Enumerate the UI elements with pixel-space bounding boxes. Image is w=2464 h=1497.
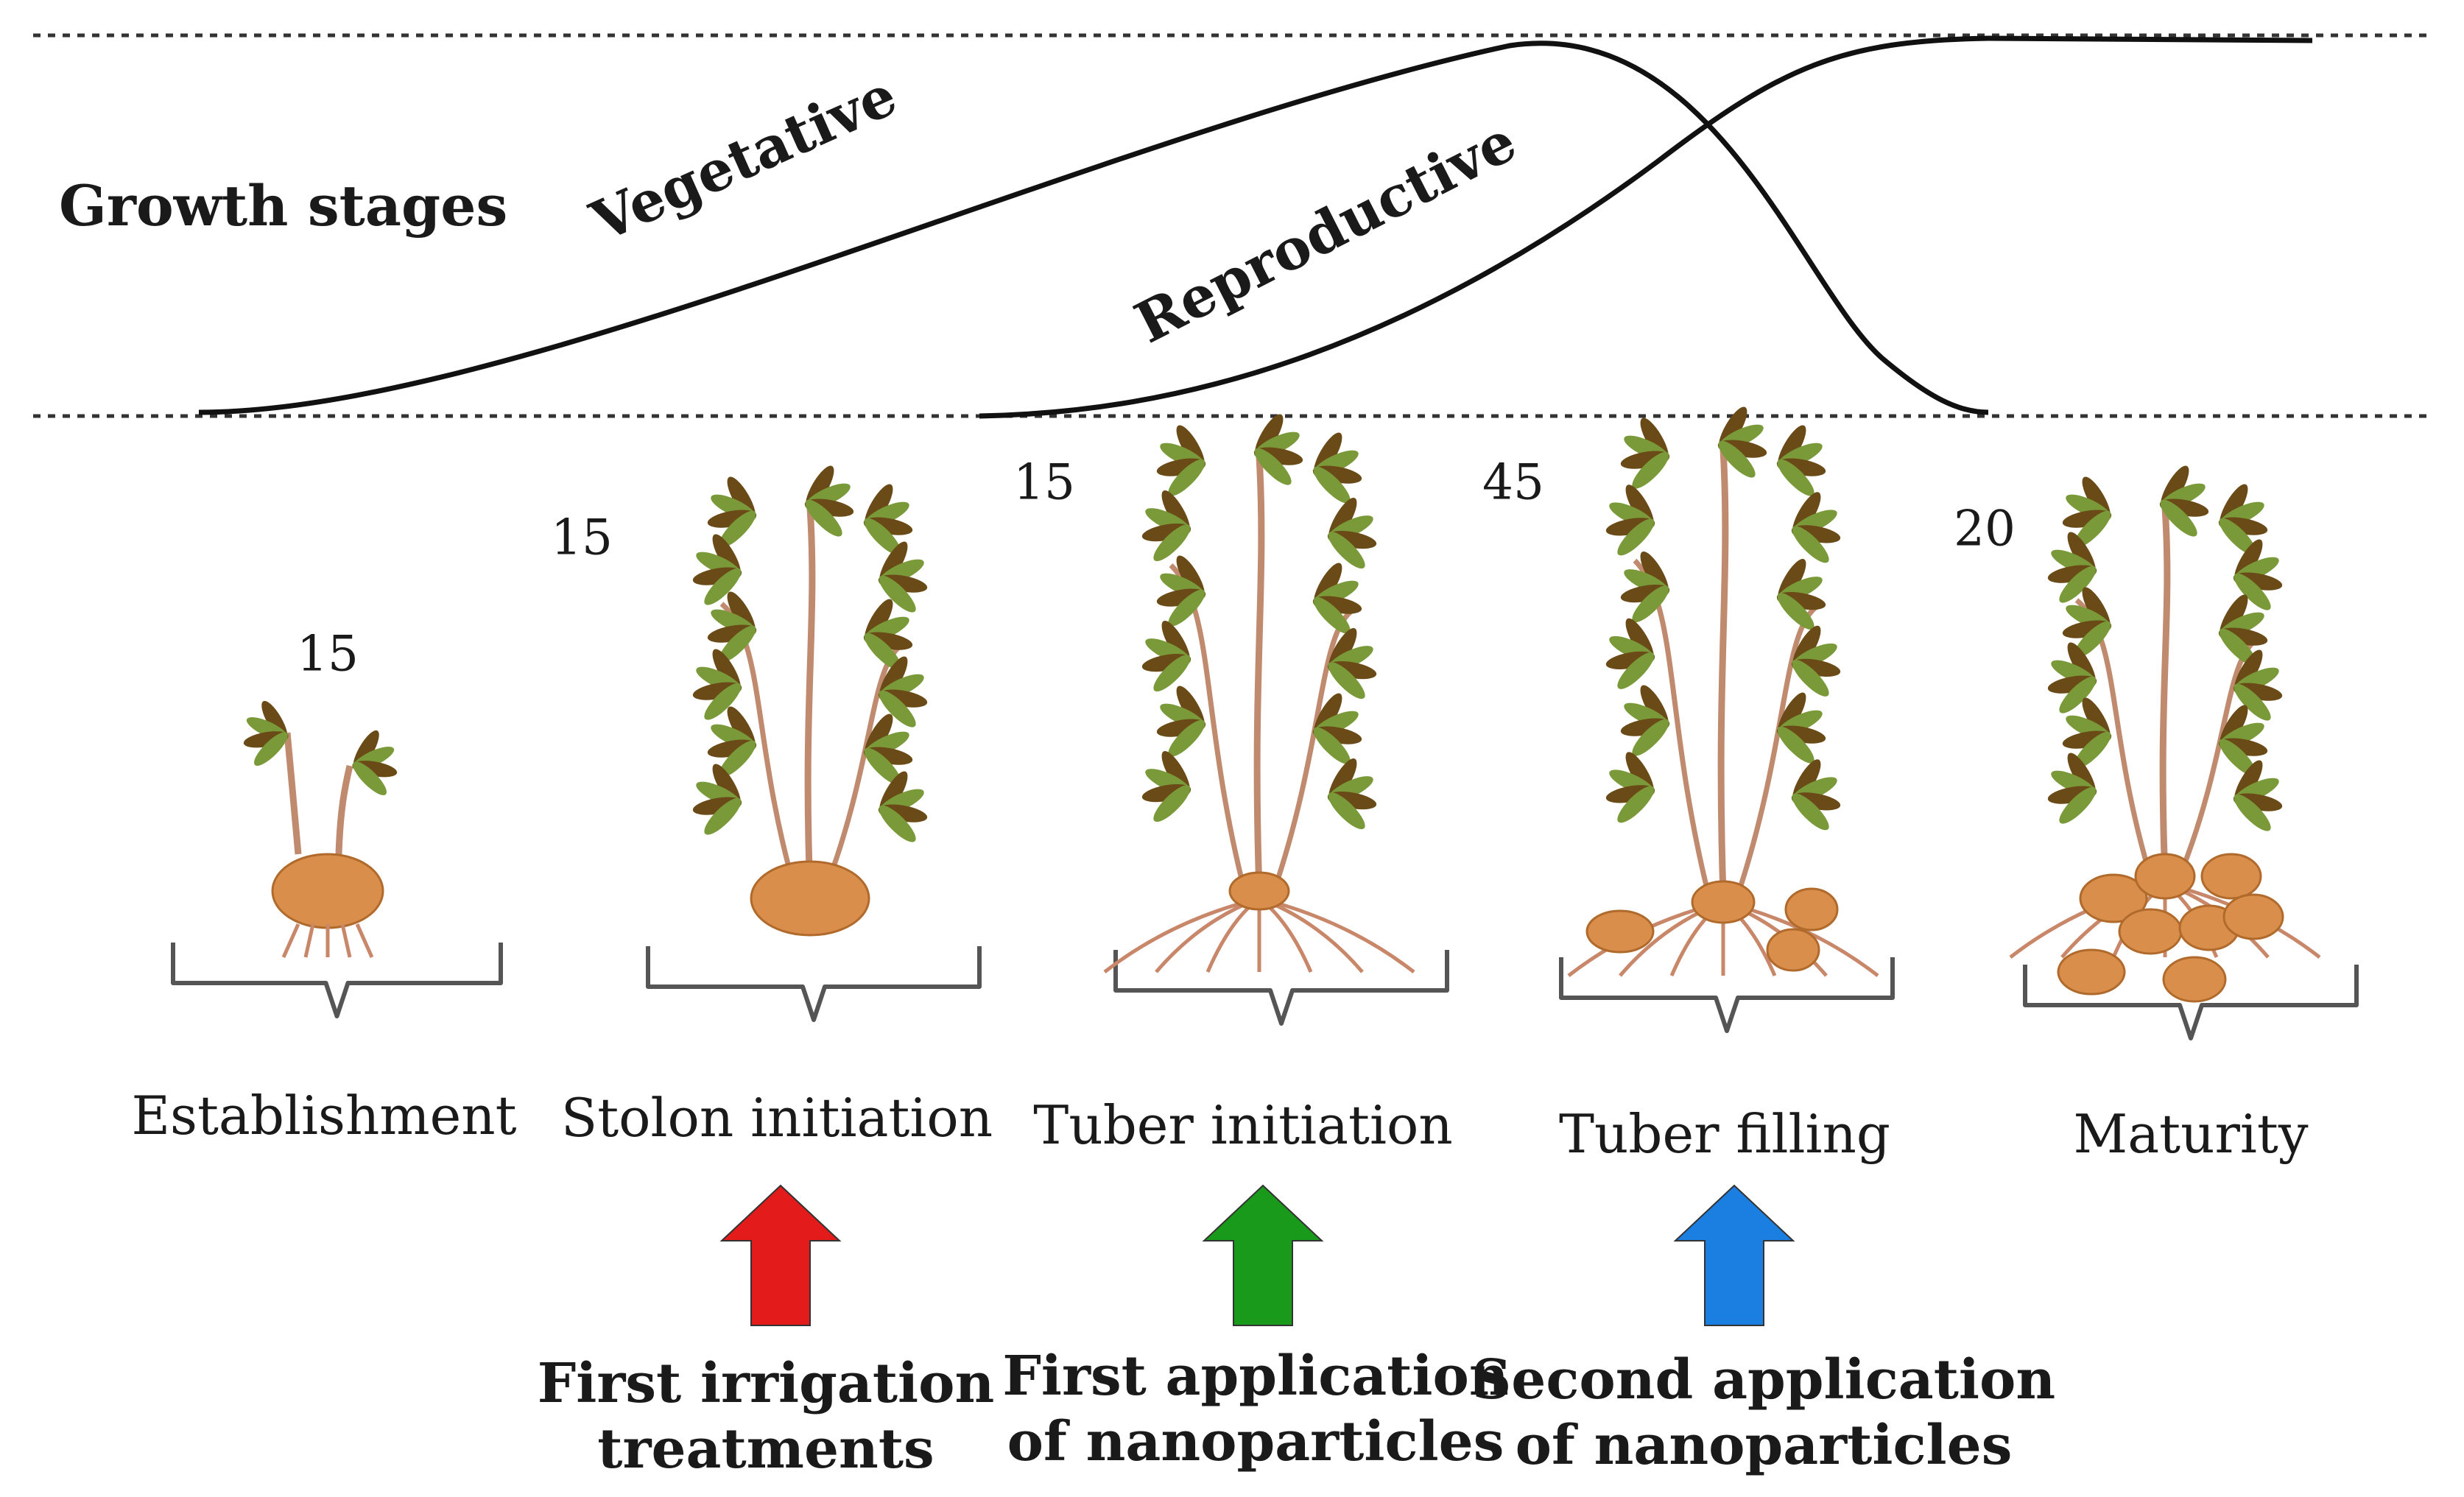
- stage-days-tuber-filling: 45: [1482, 454, 1544, 511]
- event-first-irrigation-line2: treatments: [597, 1417, 934, 1481]
- event-first-nanoparticle-line2: of nanoparticles: [1007, 1409, 1504, 1473]
- stage-bracket-3: [1559, 957, 1895, 1033]
- stage-days-maturity: 20: [1954, 500, 2016, 557]
- event-second-nanoparticle-application: Second application of nanoparticles: [1472, 1348, 2055, 1479]
- event-second-nanoparticle-line1: Second application: [1471, 1348, 2056, 1412]
- potato-plant-3: [1567, 406, 1879, 977]
- stage-name-tuber-filling: Tuber filling: [1559, 1103, 1890, 1165]
- event-first-nanoparticle-line1: First application: [1002, 1345, 1509, 1408]
- stage-bracket-0: [171, 943, 503, 1018]
- potato-plant-4: [2009, 465, 2321, 1003]
- event-arrow-0: [719, 1184, 842, 1326]
- stage-name-stolon-initiation: Stolon initiation: [560, 1087, 993, 1149]
- event-first-irrigation-line1: First irrigation: [537, 1352, 995, 1415]
- plant-illustrations: [243, 406, 2321, 1003]
- stage-brackets: [171, 943, 2359, 1040]
- stage-bracket-4: [2023, 965, 2359, 1040]
- event-second-nanoparticle-line2: of nanoparticles: [1515, 1413, 2013, 1477]
- potato-plant-0: [243, 700, 398, 959]
- vegetative-curve: [198, 40, 1989, 415]
- stage-days-establishment: 15: [297, 625, 359, 683]
- growth-stages-label: Growth stages: [59, 173, 508, 239]
- stage-bracket-1: [646, 946, 982, 1022]
- stage-name-maturity: Maturity: [2073, 1103, 2309, 1165]
- potato-plant-1: [692, 465, 928, 937]
- stage-days-stolon-initiation: 15: [551, 509, 613, 566]
- event-arrow-1: [1202, 1184, 1324, 1326]
- stage-name-establishment: Establishment: [131, 1085, 517, 1146]
- stage-days-tuber-initiation: 15: [1013, 454, 1075, 511]
- event-first-nanoparticle-application: First application of nanoparticles: [1002, 1344, 1508, 1475]
- reproductive-curve: [979, 35, 2313, 419]
- event-arrow-2: [1673, 1184, 1795, 1326]
- stage-name-tuber-initiation: Tuber initiation: [1033, 1094, 1453, 1156]
- event-arrows: [719, 1184, 1795, 1326]
- potato-plant-2: [1103, 414, 1415, 973]
- stage-bracket-2: [1113, 950, 1449, 1026]
- event-first-irrigation: First irrigation treatments: [538, 1351, 995, 1482]
